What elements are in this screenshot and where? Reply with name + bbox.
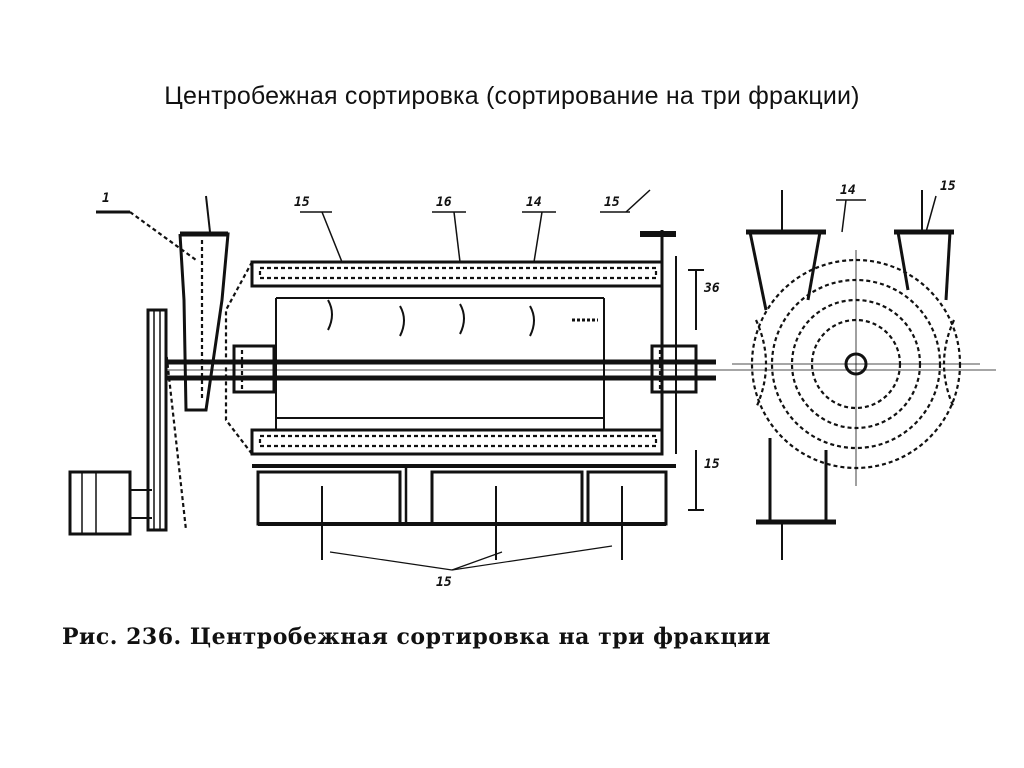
callouts: 15 16 14 15 36 15 15 14 15 bbox=[294, 179, 956, 590]
callout-9: 15 bbox=[940, 179, 956, 194]
end-view bbox=[732, 190, 980, 560]
slide-title: Центробежная сортировка (сортирование на… bbox=[164, 82, 860, 110]
dimension-marks bbox=[688, 269, 704, 511]
callout-1: 15 bbox=[294, 195, 310, 210]
centrifugal-sorter-drawing: 1 bbox=[62, 179, 996, 650]
technical-drawing: 1 bbox=[56, 150, 1012, 710]
callout-7: 15 bbox=[436, 575, 452, 590]
belt-pulley bbox=[146, 308, 188, 532]
callout-8: 14 bbox=[840, 183, 856, 198]
callout-5: 36 bbox=[703, 281, 720, 296]
drive-motor bbox=[68, 470, 152, 536]
figure-caption: Рис. 236. Центробежная сортировка на три… bbox=[62, 624, 771, 650]
drum-housing bbox=[166, 230, 996, 456]
callout-6: 15 bbox=[704, 457, 720, 472]
view-label: 1 bbox=[102, 191, 110, 206]
callout-3: 14 bbox=[526, 195, 542, 210]
callout-4: 15 bbox=[604, 195, 620, 210]
collecting-chutes bbox=[252, 464, 676, 571]
inlet-hopper-left bbox=[178, 195, 230, 412]
callout-2: 16 bbox=[436, 195, 452, 210]
